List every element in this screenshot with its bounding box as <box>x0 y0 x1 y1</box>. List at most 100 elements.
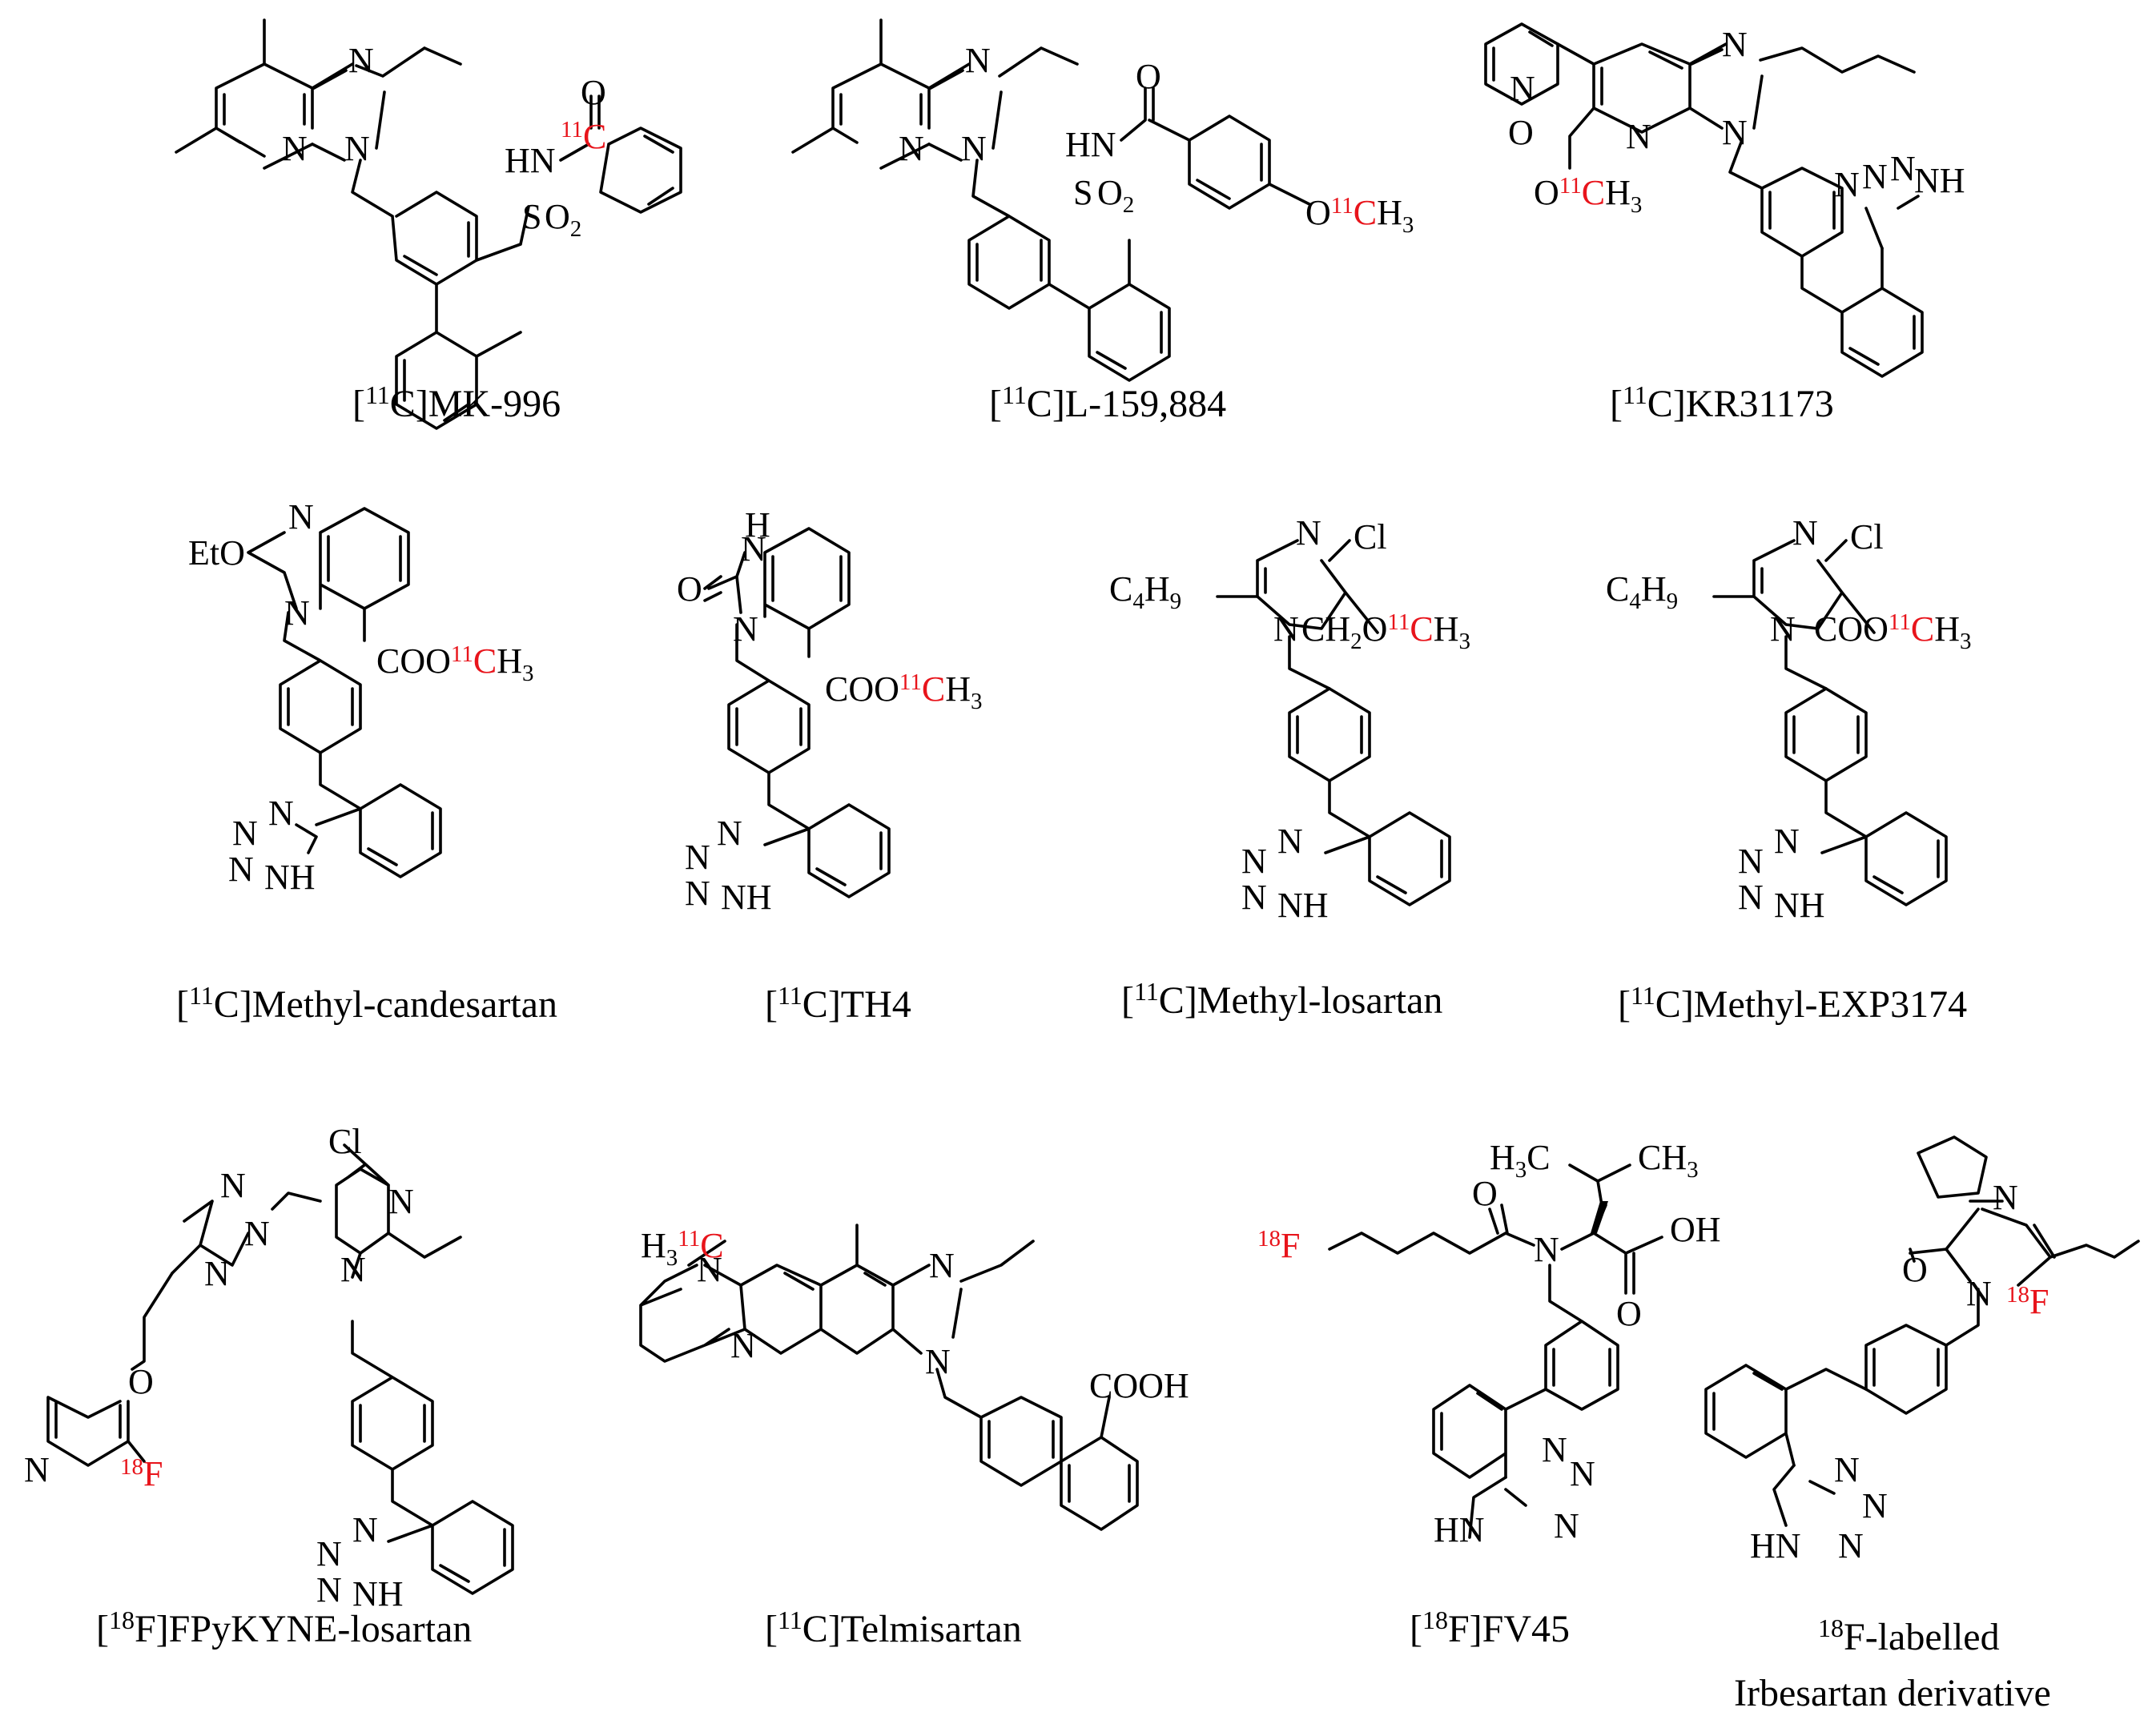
atom-o: O <box>1472 1174 1498 1213</box>
atom-nh: NH <box>721 878 772 917</box>
atom-n: N <box>733 609 758 649</box>
isotope-carbon-label: 11C <box>561 117 606 156</box>
caption-th4: [11C]TH4 <box>765 981 911 1026</box>
atom-n: N <box>730 1326 756 1365</box>
caption-telmisartan: [11C]Telmisartan <box>765 1605 1022 1650</box>
atom-n: N <box>1890 149 1916 188</box>
atom-o: O <box>128 1362 154 1401</box>
atom-n: N <box>1570 1454 1595 1493</box>
atom-n: N <box>685 874 710 913</box>
atom-h: H <box>745 505 770 545</box>
atom-hn: HN <box>505 141 556 180</box>
atom-n: N <box>316 1570 342 1609</box>
atom-n: N <box>1738 878 1764 917</box>
atom-n: N <box>316 1534 342 1573</box>
atom-n: N <box>288 497 314 536</box>
isotope-ester: COO11CH3 <box>1814 609 1971 654</box>
caption-kr31173: [11C]KR31173 <box>1610 380 1834 425</box>
caption-fpykyne-losartan: [18F]FPyKYNE-losartan <box>96 1605 472 1650</box>
atom-n: N <box>244 1214 270 1253</box>
atom-n: N <box>1626 117 1651 156</box>
isotope-methoxy: O11CH3 <box>1534 173 1642 218</box>
atom-n: N <box>1774 822 1800 861</box>
compound-telmisartan: H311C N N N N COOH [11C]Telmisartan <box>639 1224 1189 1650</box>
atom-n: N <box>348 41 374 80</box>
atom-n: N <box>1993 1178 2018 1217</box>
isotope-ester: COO11CH3 <box>825 669 982 714</box>
atom-n: N <box>232 814 258 853</box>
atom-nh: NH <box>1914 161 1965 200</box>
atom-nh: NH <box>352 1574 404 1613</box>
caption-l159884: [11C]L-159,884 <box>989 380 1226 425</box>
isotope-methoxy: O11CH3 <box>1305 193 1414 238</box>
atom-n: N <box>741 529 766 569</box>
atom-o: O <box>1136 57 1161 96</box>
atom-n: N <box>1834 165 1860 204</box>
atom-nh: NH <box>1774 886 1825 925</box>
caption-irbesartan-derivative: 18F-labelled <box>1818 1613 2000 1658</box>
caption-mk996: [11C]MK-996 <box>352 380 561 425</box>
atom-n: N <box>1770 609 1796 649</box>
isotope-fluorine-label: 18F <box>1257 1226 1300 1265</box>
atom-n: N <box>1862 157 1888 196</box>
caption-irbesartan-derivative-line2: Irbesartan derivative <box>1734 1672 2051 1714</box>
atom-s: S <box>522 197 541 236</box>
atom-n: N <box>685 838 710 877</box>
compound-fpykyne-losartan: Cl N N N N N O N 18F N N N NH [18F]FPyKY… <box>24 1122 514 1650</box>
compound-methyl-exp3174: N Cl N C4H9 COO11CH3 N N N NH [11C]Methy… <box>1606 513 1971 1026</box>
atom-ch3-left: H3C <box>1490 1138 1551 1183</box>
compound-methyl-losartan: N Cl N C4H9 CH2O11CH3 N N N NH [11C]Meth… <box>1109 513 1470 1022</box>
atom-n: N <box>899 129 924 168</box>
atom-cl: Cl <box>1850 517 1884 557</box>
atom-n: N <box>388 1182 414 1221</box>
isotope-methoxymethyl: CH2O11CH3 <box>1301 609 1470 654</box>
atom-n: N <box>697 1250 722 1289</box>
atom-n: N <box>1554 1506 1579 1545</box>
atom-n: N <box>1792 513 1818 553</box>
atom-cl: Cl <box>1354 517 1387 557</box>
atom-o2: O2 <box>545 197 581 242</box>
atom-o: O <box>677 569 702 609</box>
atom-o: O <box>1902 1250 1928 1289</box>
isotope-fluorine-label: 18F <box>120 1454 163 1493</box>
compound-kr31173: N O N N N N N N NH O11CH3 [11C]KR31173 <box>1484 22 1965 425</box>
atom-n: N <box>961 129 987 168</box>
atom-n: N <box>1722 113 1748 152</box>
caption-fv45: [18F]FV45 <box>1410 1605 1570 1650</box>
atom-o: O <box>581 73 606 112</box>
atom-hn: HN <box>1065 125 1116 164</box>
atom-n-plus: N <box>1510 69 1535 108</box>
atom-n: N <box>1542 1430 1567 1469</box>
atom-c4h9: C4H9 <box>1109 569 1181 614</box>
atom-n: N <box>1834 1450 1860 1489</box>
atom-hn: HN <box>1750 1526 1801 1565</box>
caption-methyl-exp3174: [11C]Methyl-EXP3174 <box>1618 981 1967 1026</box>
atom-nh: NH <box>264 858 316 897</box>
atom-n: N <box>965 41 991 80</box>
atom-o2: O2 <box>1097 173 1134 218</box>
atom-n: N <box>228 850 254 889</box>
atom-n: N <box>929 1246 955 1285</box>
atom-n: N <box>284 593 310 633</box>
caption-methyl-candesartan: [11C]Methyl-candesartan <box>176 981 557 1026</box>
atom-n: N <box>1241 878 1267 917</box>
isotope-n-methyl: H311C <box>641 1226 724 1271</box>
atom-n: N <box>1273 609 1299 649</box>
atom-ch3-right: CH3 <box>1638 1138 1699 1183</box>
compound-methyl-candesartan: EtO N N COO11CH3 N N N NH [11C]Methyl-ca… <box>176 497 557 1026</box>
atom-o-minus: O <box>1508 113 1534 152</box>
atom-n: N <box>340 1250 366 1289</box>
atom-n: N <box>352 1510 378 1549</box>
atom-n: N <box>717 814 742 853</box>
atom-hn: HN <box>1434 1510 1485 1549</box>
atom-n: N <box>1241 842 1267 881</box>
isotope-ester: COO11CH3 <box>376 641 533 686</box>
compound-fv45: 18F O N H3C CH3 OH O N N N HN [18F]FV45 <box>1257 1138 1721 1650</box>
atom-oh: OH <box>1670 1210 1721 1249</box>
compound-l159884: N N N O HN S O2 O11CH3 [11C]L-159,884 <box>791 18 1414 425</box>
atom-n: N <box>1966 1274 1992 1313</box>
atom-n: N <box>24 1450 50 1489</box>
atom-n: N <box>344 129 370 168</box>
atom-n: N <box>1838 1526 1864 1565</box>
